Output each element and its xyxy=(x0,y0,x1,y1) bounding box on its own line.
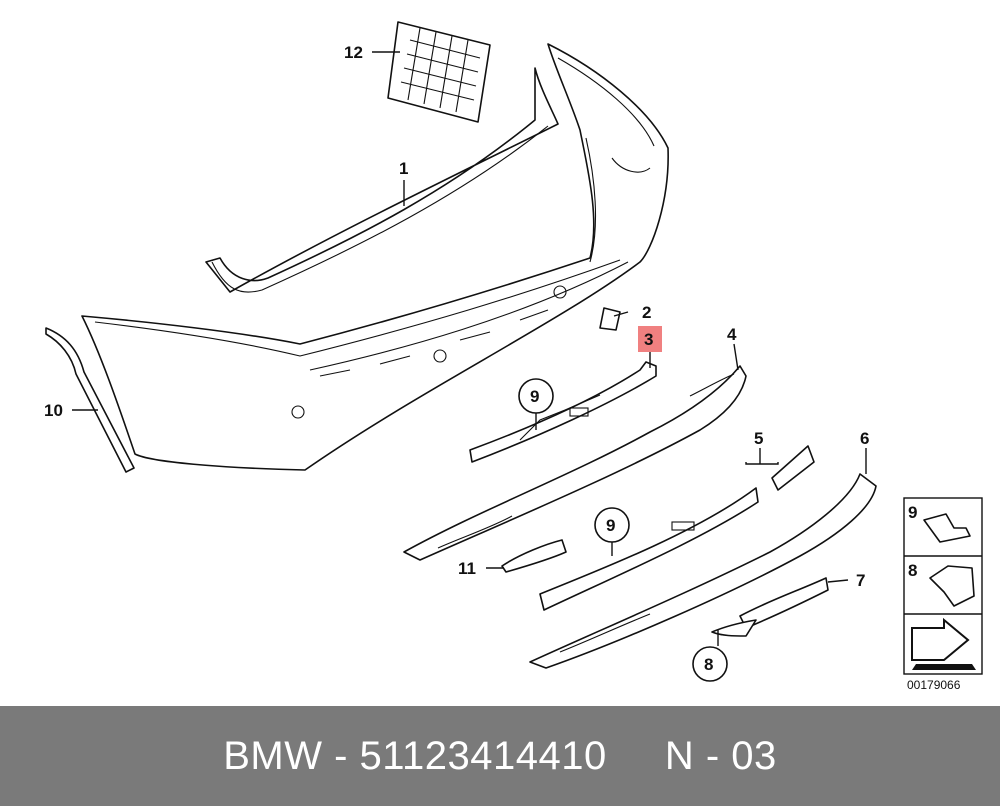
callout-10: 10 xyxy=(44,401,63,420)
part-9-lower-bar xyxy=(539,487,759,611)
callout-9b-circle xyxy=(594,507,630,543)
reference-number: 00179066 xyxy=(907,678,961,692)
bumper-panel xyxy=(81,43,669,471)
callout-9a: 9 xyxy=(530,387,539,406)
callout-12: 12 xyxy=(344,43,363,62)
footer-bar: BMW - 51123414410 N - 03 xyxy=(0,706,1000,806)
callout-8-circle xyxy=(692,646,728,682)
legend-label-9: 9 xyxy=(908,503,917,522)
part-6-lower-trim xyxy=(529,473,877,669)
callout-3: 3 xyxy=(644,330,653,349)
legend-clip-icon xyxy=(923,513,971,543)
part-number-label: BMW - 51123414410 N - 03 xyxy=(223,734,777,778)
part-10-side-strip xyxy=(45,327,135,473)
callout-7: 7 xyxy=(856,571,865,590)
part-5-reflector xyxy=(771,445,815,491)
part-2-clip xyxy=(599,307,621,331)
callouts: 12 1 2 3 4 5 6 7 8 9 9 10 11 xyxy=(44,43,869,682)
arrow-icon xyxy=(911,617,970,661)
callout-1: 1 xyxy=(399,159,408,178)
callout-9b: 9 xyxy=(606,516,615,535)
legend-box: 9 8 00179066 xyxy=(903,497,983,692)
arrow-shadow-icon xyxy=(912,664,976,670)
callout-2: 2 xyxy=(642,303,651,322)
leader-lines xyxy=(72,51,867,646)
callout-3-highlight xyxy=(638,326,662,352)
legend-label-8: 8 xyxy=(908,561,917,580)
callout-9a-circle xyxy=(518,378,554,414)
callout-8: 8 xyxy=(704,655,713,674)
callout-11: 11 xyxy=(458,559,476,578)
part-9-upper-bracket xyxy=(469,361,657,463)
callout-5: 5 xyxy=(754,429,763,448)
callout-6: 6 xyxy=(860,429,869,448)
part-8-bracket xyxy=(711,619,757,637)
legend-bracket-icon xyxy=(929,565,975,607)
rear-bumper-exploded-diagram: 12 1 2 3 4 5 6 7 8 9 9 10 11 9 8 0017906… xyxy=(44,21,983,692)
part-1-carrier xyxy=(205,67,559,293)
callout-4: 4 xyxy=(727,325,737,344)
part-4-trim-strip xyxy=(403,365,747,561)
part-7-strip xyxy=(739,577,829,629)
part-12-grille xyxy=(387,21,491,123)
part-11-insert xyxy=(501,539,567,573)
